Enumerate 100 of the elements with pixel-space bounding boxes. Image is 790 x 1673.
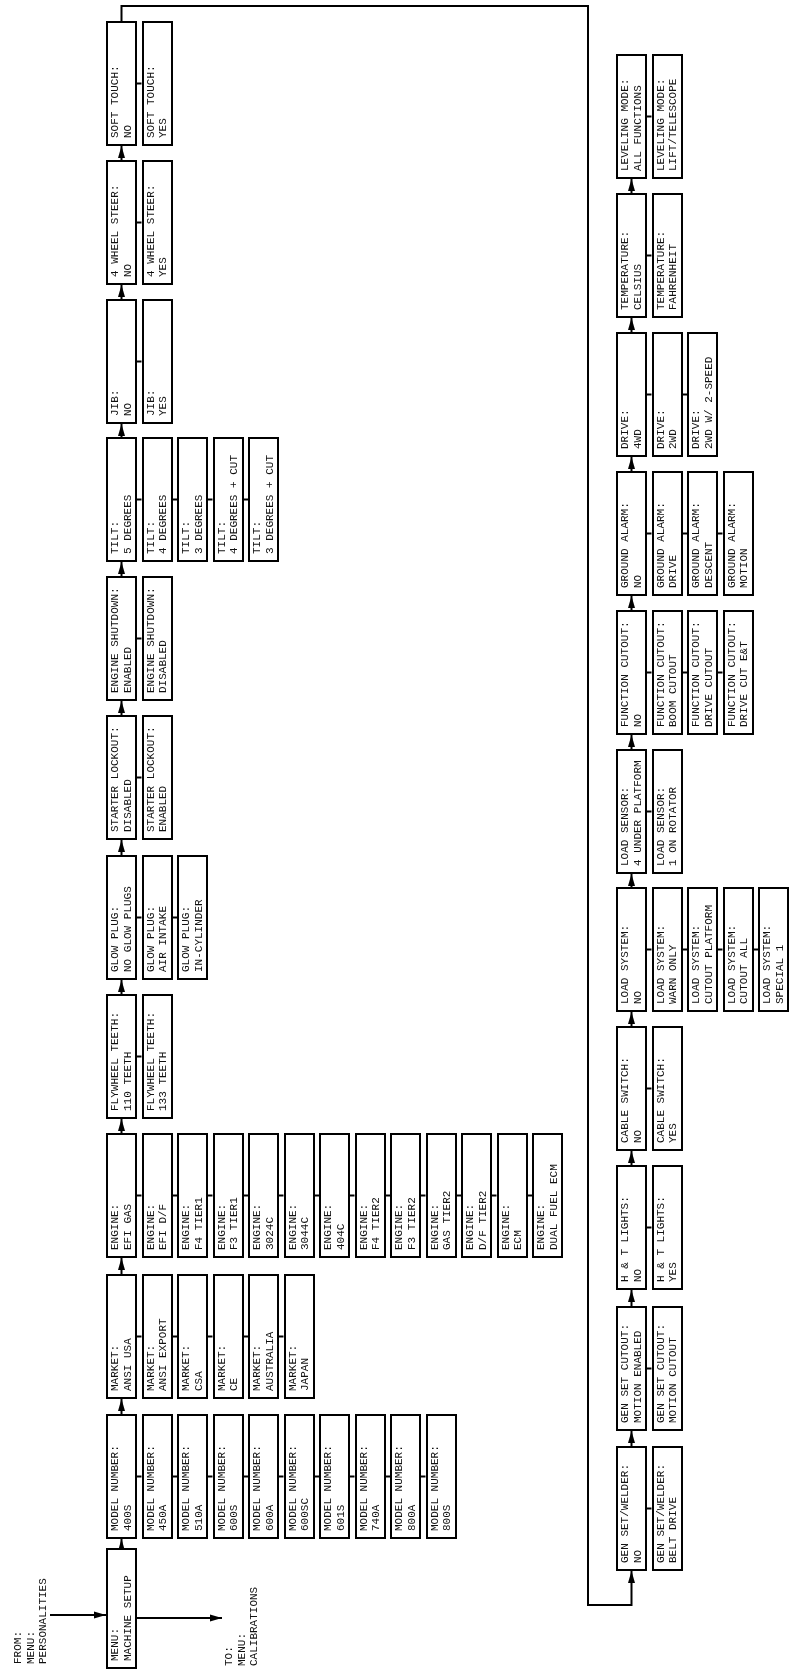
option-label: 3024C <box>263 1217 276 1250</box>
setting-box <box>106 1133 137 1258</box>
connector-line <box>136 776 143 779</box>
option-label: LIFT/TELESCOPE <box>667 78 680 171</box>
menu-box <box>106 1548 137 1669</box>
option-label: YES <box>667 1262 680 1282</box>
option-label: SPECIAL 1 <box>773 944 786 1004</box>
connector-line <box>136 1055 143 1058</box>
setting-label: NO <box>631 574 644 588</box>
option-label: MARKET: <box>286 1344 299 1391</box>
option-box <box>651 193 683 318</box>
option-box <box>141 21 173 146</box>
setting-label: NO <box>631 990 644 1004</box>
setting-label: 4 UNDER PLATFORM <box>631 760 644 866</box>
setting-label: NO <box>631 1549 644 1563</box>
note-text: PERSONALITIES <box>37 1578 50 1664</box>
option-label: MODEL NUMBER: <box>144 1445 157 1531</box>
setting-box <box>616 471 647 596</box>
setting-label: LEVELING MODE: <box>619 78 632 171</box>
option-label: ANSI EXPORT <box>157 1318 170 1391</box>
connector-line <box>349 1194 356 1197</box>
option-box <box>212 1414 244 1539</box>
option-box <box>390 1414 421 1539</box>
option-label: AIR INTAKE <box>157 906 170 972</box>
setting-label: LOAD SENSOR: <box>619 786 632 866</box>
menu-label: MENU: <box>109 1628 122 1661</box>
option-box <box>248 437 279 562</box>
connector-line <box>136 1475 143 1478</box>
setting-label: FLYWHEEL TEETH: <box>109 1011 122 1111</box>
option-box <box>687 332 718 457</box>
option-label: FUNCTION CUTOUT: <box>654 621 667 727</box>
option-box <box>319 1133 350 1258</box>
setting-label: GROUND ALARM: <box>619 502 632 588</box>
option-label: ENGINE: <box>357 1203 370 1250</box>
connector-line <box>136 1335 143 1338</box>
note-text: TO: <box>223 1646 236 1666</box>
option-box <box>141 715 173 840</box>
option-box <box>141 437 173 562</box>
option-label: TILT: <box>144 521 157 554</box>
option-label: MODEL NUMBER: <box>180 1445 193 1531</box>
option-label: CSA <box>192 1371 205 1391</box>
option-label: MODEL NUMBER: <box>251 1445 264 1531</box>
setting-box <box>616 1446 647 1571</box>
option-label: GROUND ALARM: <box>690 502 703 588</box>
option-box <box>722 887 754 1012</box>
option-label: TILT: <box>251 521 264 554</box>
option-box <box>687 610 718 735</box>
option-label: 600SC <box>299 1498 312 1531</box>
option-box <box>722 610 754 735</box>
option-label: F4 TIER1 <box>192 1197 205 1250</box>
option-label: 800A <box>405 1504 418 1531</box>
option-label: MODEL NUMBER: <box>428 1445 441 1531</box>
arrow <box>118 1538 125 1551</box>
option-label: MARKET: <box>144 1344 157 1391</box>
option-label: LOAD SYSTEM: <box>654 924 667 1004</box>
connector-line <box>646 254 653 257</box>
connector-line <box>136 498 143 501</box>
setting-box <box>106 437 137 562</box>
option-label: ENGINE: <box>215 1203 228 1250</box>
option-box <box>177 1133 208 1258</box>
option-label: EFI D/F <box>157 1203 170 1250</box>
option-label: MODEL NUMBER: <box>322 1445 335 1531</box>
connector-line <box>646 810 653 813</box>
connector-line <box>646 1507 653 1510</box>
option-box <box>651 1446 683 1571</box>
option-box <box>283 1133 315 1258</box>
setting-label: 400S <box>121 1504 134 1531</box>
connector-line <box>491 1194 498 1197</box>
option-label: DRIVE <box>667 555 680 588</box>
option-label: ENGINE: <box>286 1203 299 1250</box>
setting-label: LOAD SYSTEM: <box>619 924 632 1004</box>
arrow <box>118 1398 125 1415</box>
arrow <box>136 1614 223 1622</box>
option-box <box>283 1274 315 1399</box>
setting-box <box>106 715 137 840</box>
setting-label: CELSIUS <box>631 263 644 310</box>
option-label: ENGINE: <box>428 1203 441 1250</box>
connector-line <box>646 948 653 951</box>
option-label: TILT: <box>180 521 193 554</box>
option-box <box>212 437 244 562</box>
option-box <box>425 1414 457 1539</box>
connector-line <box>646 115 653 118</box>
connector-line <box>207 1194 214 1197</box>
option-label: 2WD W/ 2-SPEED <box>702 356 715 449</box>
option-label: 404C <box>334 1223 347 1250</box>
option-box <box>141 1414 173 1539</box>
option-box <box>651 887 683 1012</box>
option-box <box>141 299 173 424</box>
setting-box <box>106 21 137 146</box>
setting-box <box>616 1165 647 1290</box>
connector-line <box>207 1335 214 1338</box>
option-label: YES <box>157 396 170 416</box>
option-label: MOTION <box>738 548 751 588</box>
setting-box <box>616 1306 647 1431</box>
arrow <box>118 700 125 716</box>
option-label: 133 TEETH <box>157 1051 170 1111</box>
option-label: 800S <box>441 1504 454 1531</box>
setting-label: DISABLED <box>121 779 134 832</box>
option-label: 4 DEGREES <box>157 494 170 554</box>
option-box <box>687 471 718 596</box>
